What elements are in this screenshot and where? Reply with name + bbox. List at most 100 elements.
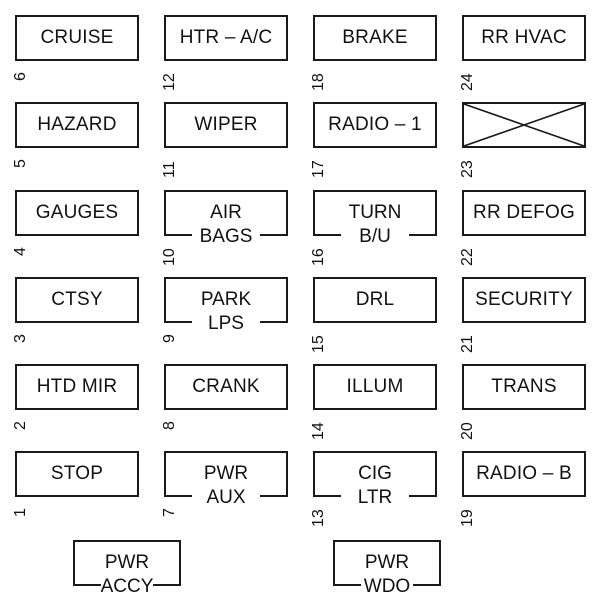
fuse-outline xyxy=(164,190,288,236)
fuse-label-line-1: AIR xyxy=(210,202,242,223)
fuse-label: STOP xyxy=(50,463,104,484)
fuse-label-line-1: PWR xyxy=(104,552,150,573)
fuse-outline xyxy=(462,451,586,497)
fuse-label-line-2: WDO xyxy=(363,576,411,597)
relay-pwr-accy: PWR ACCY xyxy=(73,540,181,597)
fuse-label: CRANK xyxy=(192,376,260,397)
fuse-number: 1 xyxy=(12,508,29,517)
fuse-number: 8 xyxy=(161,421,178,430)
fuse-label: BRAKE xyxy=(342,27,408,48)
fuse-number: 17 xyxy=(310,160,327,178)
fuse-label: ILLUM xyxy=(346,376,404,397)
fuse-outline xyxy=(73,540,181,586)
fuse-outline xyxy=(462,102,586,148)
fuse-outline xyxy=(15,364,139,410)
fuse-label: HTR – A/C xyxy=(179,27,273,48)
fuse-slot-12: HTR – A/C xyxy=(164,15,288,61)
fuse-outline xyxy=(164,364,288,410)
fuse-slot-8: CRANK xyxy=(164,364,288,410)
fuse-outline xyxy=(15,15,139,61)
fuse-slot-16: TURN B/U xyxy=(313,190,437,247)
fuse-number: 9 xyxy=(161,334,178,343)
fuse-slot-11: WIPER xyxy=(164,102,288,148)
fuse-label-line-2: AUX xyxy=(206,487,246,508)
fuse-outline xyxy=(462,364,586,410)
fuse-label: SECURITY xyxy=(475,289,573,310)
fuse-slot-24: RR HVAC xyxy=(462,15,586,61)
fuse-number: 6 xyxy=(12,72,29,81)
fuse-outline xyxy=(462,190,586,236)
fuse-outline xyxy=(164,451,288,497)
fuse-slot-9: PARK LPS xyxy=(164,277,288,334)
fuse-slot-17: RADIO – 1 xyxy=(313,102,437,148)
fuse-slot-4: GAUGES xyxy=(15,190,139,236)
fuse-slot-21: SECURITY xyxy=(462,277,586,323)
fuse-label: HTD MIR xyxy=(36,376,118,397)
fuse-label: RADIO – 1 xyxy=(328,114,422,135)
fuse-slot-23 xyxy=(462,102,586,148)
fuse-label-line-1: PWR xyxy=(203,463,249,484)
fuse-slot-3: CTSY xyxy=(15,277,139,323)
fuse-number: 22 xyxy=(459,248,476,266)
fuse-number: 15 xyxy=(310,335,327,353)
fuse-label-line-1: CIG xyxy=(358,463,392,484)
fuse-label-line-2: LTR xyxy=(357,487,393,508)
fuse-label-line-1: PWR xyxy=(364,552,410,573)
fuse-slot-22: RR DEFOG xyxy=(462,190,586,236)
fuse-number: 2 xyxy=(12,421,29,430)
fuse-number: 21 xyxy=(459,335,476,353)
fuse-number: 20 xyxy=(459,422,476,440)
fuse-label: CTSY xyxy=(51,289,103,310)
fuse-outline xyxy=(462,15,586,61)
fuse-slot-19: RADIO – B xyxy=(462,451,586,497)
fuse-number: 11 xyxy=(161,161,178,178)
fuse-outline xyxy=(164,15,288,61)
fuse-slot-5: HAZARD xyxy=(15,102,139,148)
fuse-outline xyxy=(462,277,586,323)
fuse-number: 19 xyxy=(459,509,476,527)
fuse-label: TRANS xyxy=(491,376,557,397)
fuse-label: CRUISE xyxy=(40,27,114,48)
fuse-label: RR HVAC xyxy=(481,27,567,48)
fuse-outline xyxy=(15,277,139,323)
fuse-number: 16 xyxy=(310,248,327,266)
fuse-slot-18: BRAKE xyxy=(313,15,437,61)
fuse-label-line-2: LPS xyxy=(208,313,244,334)
fuse-number: 4 xyxy=(12,247,29,256)
fuse-outline xyxy=(313,102,437,148)
fuse-slot-20: TRANS xyxy=(462,364,586,410)
fuse-label-line-2: ACCY xyxy=(100,576,154,597)
fuse-label-line-2: B/U xyxy=(359,226,391,247)
fuse-number: 24 xyxy=(459,73,476,91)
fuse-label-line-1: PARK xyxy=(200,289,252,310)
empty-slot-cross-icon xyxy=(464,104,584,146)
fuse-slot-7: PWR AUX xyxy=(164,451,288,508)
fuse-outline xyxy=(313,277,437,323)
fuse-number: 12 xyxy=(161,73,178,91)
fuse-outline xyxy=(15,190,139,236)
fuse-outline xyxy=(333,540,441,586)
fuse-number: 13 xyxy=(310,509,327,527)
fuse-number: 23 xyxy=(459,160,476,178)
fuse-outline xyxy=(313,451,437,497)
fuse-slot-15: DRL xyxy=(313,277,437,323)
fuse-number: 10 xyxy=(161,248,178,266)
fuse-label: RR DEFOG xyxy=(473,202,575,223)
fuse-slot-14: ILLUM xyxy=(313,364,437,410)
fuse-label-line-1: TURN xyxy=(348,202,402,223)
fuse-label: RADIO – B xyxy=(476,463,572,484)
fuse-label: DRL xyxy=(355,289,395,310)
fuse-label: WIPER xyxy=(194,114,258,135)
fuse-outline xyxy=(313,15,437,61)
fuse-number: 14 xyxy=(310,422,327,440)
fuse-label: HAZARD xyxy=(37,114,117,135)
fuse-slot-13: CIG LTR xyxy=(313,451,437,508)
fuse-number: 7 xyxy=(161,508,178,517)
relay-pwr-wdo: PWR WDO xyxy=(333,540,441,597)
fuse-slot-2: HTD MIR xyxy=(15,364,139,410)
fuse-number: 18 xyxy=(310,73,327,91)
fuse-slot-6: CRUISE xyxy=(15,15,139,61)
fuse-outline xyxy=(313,190,437,236)
fuse-outline xyxy=(164,102,288,148)
fuse-outline xyxy=(15,102,139,148)
